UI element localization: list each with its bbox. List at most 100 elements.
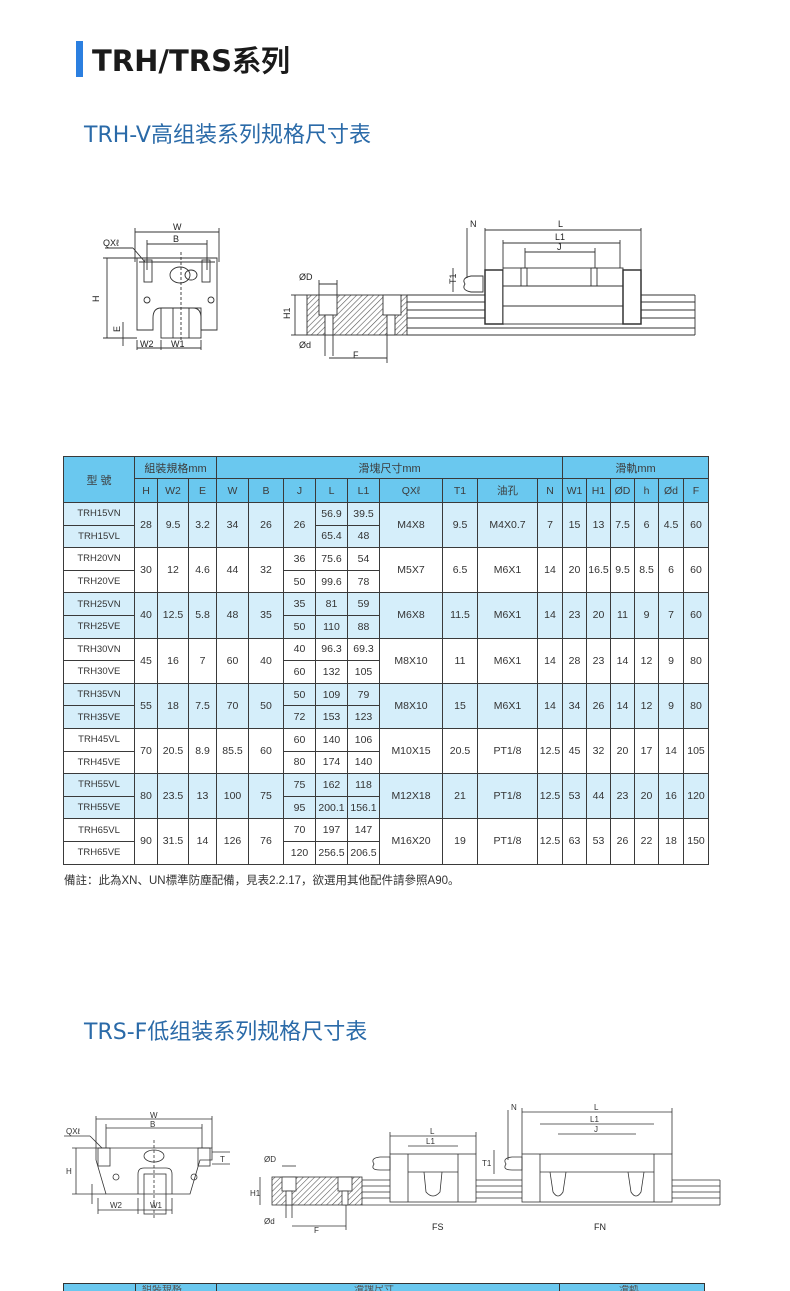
cell-h: 30 bbox=[134, 547, 158, 594]
cell-l: 132 bbox=[315, 660, 348, 684]
col-header-b: B bbox=[248, 478, 284, 503]
cell-l1: 78 bbox=[347, 569, 380, 594]
cell-model: TRH45VL bbox=[63, 727, 135, 752]
col-header-w: W bbox=[216, 478, 249, 503]
dim-label-b: B bbox=[173, 234, 179, 244]
cell-l: 81 bbox=[315, 592, 348, 616]
svg-text:W1: W1 bbox=[150, 1201, 163, 1210]
col-header-od-small: Ød bbox=[658, 478, 684, 503]
svg-text:L1: L1 bbox=[590, 1115, 599, 1124]
cell-t1: 11.5 bbox=[442, 592, 478, 639]
cell-h-small: 17 bbox=[634, 727, 659, 775]
section-title: TRH/TRS系列 bbox=[76, 40, 290, 78]
cell-n: 14 bbox=[537, 547, 563, 594]
svg-text:T1: T1 bbox=[482, 1159, 492, 1168]
cell-w1: 28 bbox=[562, 637, 587, 684]
svg-text:ØD: ØD bbox=[264, 1155, 276, 1164]
cell-w1: 15 bbox=[562, 501, 587, 549]
trs-side-view-diagram: ØD H1 Ød F L L1 N L L1 J T1 FS FN bbox=[250, 1103, 721, 1235]
cell-l: 109 bbox=[315, 682, 348, 707]
svg-text:N: N bbox=[470, 219, 477, 229]
svg-text:W: W bbox=[150, 1112, 158, 1120]
cell-l: 56.9 bbox=[315, 502, 348, 526]
trs-group-header-rail: 滑軌 bbox=[619, 1285, 639, 1291]
cell-w2: 18 bbox=[157, 682, 189, 729]
cell-oil-hole: M6X1 bbox=[477, 682, 538, 729]
cell-oil-hole: PT1/8 bbox=[477, 818, 538, 865]
cell-model: TRH65VL bbox=[63, 818, 135, 842]
col-header-h1: H1 bbox=[586, 478, 611, 503]
variant-label-fs: FS bbox=[432, 1222, 444, 1232]
cell-od-large: 26 bbox=[610, 818, 635, 865]
cell-j: 95 bbox=[283, 795, 316, 820]
cell-j: 36 bbox=[283, 547, 316, 571]
title-accent-bar bbox=[76, 41, 83, 77]
cell-od-small: 4.5 bbox=[658, 501, 684, 549]
cell-l1: 147 bbox=[347, 818, 380, 842]
svg-text:H1: H1 bbox=[282, 307, 292, 319]
trs-front-view-diagram: W B QXℓ H T W2 W1 bbox=[64, 1112, 230, 1218]
cell-f: 60 bbox=[683, 547, 709, 594]
cell-f: 60 bbox=[683, 592, 709, 639]
cell-l1: 106 bbox=[347, 727, 380, 752]
cell-od-small: 9 bbox=[658, 682, 684, 729]
group-header-rail: 滑軌mm bbox=[562, 456, 709, 479]
cell-model: TRH30VE bbox=[63, 660, 135, 684]
cell-w2: 31.5 bbox=[157, 818, 189, 865]
svg-text:Ød: Ød bbox=[264, 1217, 275, 1226]
cell-t1: 20.5 bbox=[442, 727, 478, 775]
dim-label-w: W bbox=[173, 222, 182, 232]
cell-l: 162 bbox=[315, 773, 348, 797]
cell-j: 70 bbox=[283, 818, 316, 842]
cell-qxl: M16X20 bbox=[379, 818, 443, 865]
cell-n: 14 bbox=[537, 682, 563, 729]
cell-f: 80 bbox=[683, 682, 709, 729]
svg-text:H: H bbox=[66, 1167, 72, 1176]
cell-w: 70 bbox=[216, 682, 249, 729]
cell-t1: 6.5 bbox=[442, 547, 478, 594]
col-header-h: H bbox=[134, 478, 158, 503]
variant-label-fn: FN bbox=[594, 1222, 606, 1232]
cell-w: 85.5 bbox=[216, 727, 249, 775]
cell-h1: 32 bbox=[586, 727, 611, 775]
section-title-text: TRH/TRS系列 bbox=[92, 44, 290, 78]
trh-table-note: 備註：此為XN、UN標準防塵配備，見表2.2.17，欲選用其他配件請參照A90。 bbox=[64, 875, 460, 887]
cell-b: 35 bbox=[248, 592, 284, 639]
cell-j: 50 bbox=[283, 682, 316, 707]
cell-w2: 20.5 bbox=[157, 727, 189, 775]
svg-text:T: T bbox=[220, 1155, 225, 1164]
cell-j: 50 bbox=[283, 614, 316, 639]
svg-text:L: L bbox=[430, 1127, 435, 1136]
col-header-od-large: ØD bbox=[610, 478, 635, 503]
cell-od-large: 14 bbox=[610, 682, 635, 729]
cell-j: 26 bbox=[283, 501, 316, 549]
cell-od-large: 9.5 bbox=[610, 547, 635, 594]
cell-oil-hole: M6X1 bbox=[477, 637, 538, 684]
cell-model: TRH25VN bbox=[63, 592, 135, 616]
group-header-block: 滑塊尺寸mm bbox=[216, 456, 563, 479]
col-header-qxl: QXℓ bbox=[379, 478, 443, 503]
cell-l1: 69.3 bbox=[347, 637, 380, 662]
cell-l1: 79 bbox=[347, 682, 380, 707]
cell-j: 60 bbox=[283, 727, 316, 752]
cell-l1: 59 bbox=[347, 592, 380, 616]
cell-h-small: 12 bbox=[634, 682, 659, 729]
trs-spec-table-header: 組裝規格 滑塊尺寸 滑軌 bbox=[63, 1283, 705, 1291]
cell-e: 13 bbox=[188, 773, 217, 820]
cell-l: 174 bbox=[315, 750, 348, 775]
cell-t1: 21 bbox=[442, 773, 478, 820]
svg-text:H1: H1 bbox=[250, 1189, 261, 1198]
cell-qxl: M8X10 bbox=[379, 637, 443, 684]
cell-w2: 12 bbox=[157, 547, 189, 594]
cell-od-small: 9 bbox=[658, 637, 684, 684]
cell-j: 80 bbox=[283, 750, 316, 775]
col-header-e: E bbox=[188, 478, 217, 503]
cell-l: 200.1 bbox=[315, 795, 348, 820]
cell-model: TRH55VL bbox=[63, 773, 135, 797]
